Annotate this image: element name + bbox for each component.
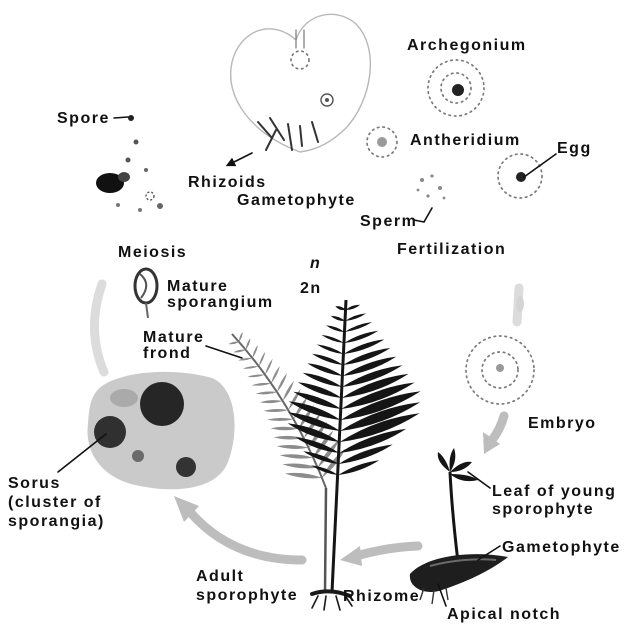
frond-leaflet: [307, 363, 342, 376]
label-antheridium: Antheridium: [410, 132, 521, 149]
label-adult-sporophyte-line2: sporophyte: [196, 587, 298, 604]
frond-leaflet: [317, 344, 344, 354]
frond-leaflet: [247, 374, 265, 377]
frond-leaflet: [259, 352, 266, 367]
cycle-arrow-adult-to-sorus: [190, 512, 302, 560]
frond-leaflet: [260, 400, 283, 403]
frond-leaflet: [239, 332, 243, 342]
frond-leaflet: [321, 335, 344, 343]
frond-leaflet: [252, 383, 271, 386]
spores-drawing: [96, 115, 163, 212]
archegonium-small: [291, 51, 309, 69]
adult-sporophyte-drawing: [228, 300, 420, 610]
pointer-lines: [58, 117, 556, 606]
archegonium-egg-cell: [452, 84, 464, 96]
label-embryo: Embryo: [528, 415, 597, 432]
archegonium-neck: [296, 30, 304, 48]
labels: Archegonium Spore Antheridium Egg Rhizoi…: [8, 37, 621, 623]
frond-leaflet: [345, 313, 366, 321]
sporangium: [94, 416, 126, 448]
antheridium-core: [325, 98, 329, 102]
sperm-cells: [417, 174, 446, 199]
frond-leaflet: [344, 331, 378, 343]
antheridium-center: [377, 137, 387, 147]
rhizoids-pointer: [230, 153, 252, 164]
egg-pointer: [524, 154, 556, 177]
frond-leaflet: [228, 342, 239, 345]
label-apical-notch: Apical notch: [447, 606, 561, 623]
young-sporophyte-drawing: [410, 448, 508, 604]
label-sorus-line2: (cluster of: [8, 494, 102, 511]
mature-frond-stalk: [325, 488, 326, 592]
label-sorus-line3: sporangia): [8, 513, 105, 530]
label-sorus-line1: Sorus: [8, 475, 61, 492]
label-mature-frond-line1: Mature: [143, 329, 204, 346]
frond-leaflet: [243, 366, 259, 369]
embryo-drawing: [466, 296, 534, 404]
frond-leaflet: [267, 418, 294, 421]
frond-leaflet: [283, 381, 294, 401]
frond-leaflet: [277, 373, 287, 392]
frond-leaflet: [326, 325, 345, 332]
label-fertilization: Fertilization: [397, 241, 506, 258]
frond-leaflet: [277, 445, 309, 449]
young-sporophyte-leaf: [438, 448, 478, 481]
label-spore: Spore: [57, 110, 110, 127]
frond-leaflet: [345, 322, 373, 332]
dark-frond: [288, 305, 421, 475]
label-mature-sporangium-line2: sporangium: [167, 294, 274, 311]
cycle-arrowhead: [340, 546, 362, 566]
frond-leaflet: [280, 454, 314, 458]
frond-leaflet: [265, 359, 273, 375]
frond-leaflet: [256, 392, 277, 395]
frond-leaflet: [271, 366, 280, 384]
label-mature-frond-line2: frond: [143, 345, 191, 362]
label-archegonium: Archegonium: [407, 37, 527, 54]
frond-leaflet: [312, 354, 343, 365]
label-gametophyte-top: Gametophyte: [237, 192, 356, 209]
label-young-leaf-line1: Leaf of young: [492, 483, 616, 500]
frond-leaflet: [331, 316, 345, 321]
cycle-arrow-embryo-to-young: [492, 416, 504, 440]
label-sperm: Sperm: [360, 213, 417, 230]
frond-leaflet: [263, 409, 288, 412]
frond-leaflet: [246, 338, 251, 350]
label-mature-sporangium-line1: Mature: [167, 278, 228, 295]
sporangium: [140, 382, 184, 426]
mature-sporangium-drawing: [135, 269, 157, 318]
frond-leaflet: [233, 350, 245, 353]
young-sporophyte-stem: [450, 472, 458, 562]
frond-leaflet: [346, 305, 361, 310]
sorus-drawing: [87, 372, 234, 489]
label-gametophyte-bottom: Gametophyte: [502, 539, 621, 556]
label-egg: Egg: [557, 140, 592, 157]
label-diploid: 2n: [300, 280, 322, 297]
label-rhizome: Rhizome: [343, 588, 420, 605]
label-haploid: n: [310, 255, 321, 272]
cycle-arrow-meiosis: [94, 284, 104, 372]
frond-leaflet: [285, 473, 322, 478]
gamete-structures: [367, 60, 542, 199]
sporangium: [176, 457, 196, 477]
spore-pointer: [114, 117, 128, 118]
label-young-leaf-line2: sporophyte: [492, 501, 594, 518]
label-rhizoids: Rhizoids: [188, 174, 267, 191]
frond-leaflet: [335, 306, 345, 310]
label-adult-sporophyte-line1: Adult: [196, 568, 244, 585]
cycle-arrow-gametophyte-to-sporophyte: [356, 546, 418, 556]
frond-leaflet: [252, 345, 258, 358]
gametophyte-top-drawing: [231, 14, 371, 152]
label-meiosis: Meiosis: [118, 244, 187, 261]
sporangium: [132, 450, 144, 462]
